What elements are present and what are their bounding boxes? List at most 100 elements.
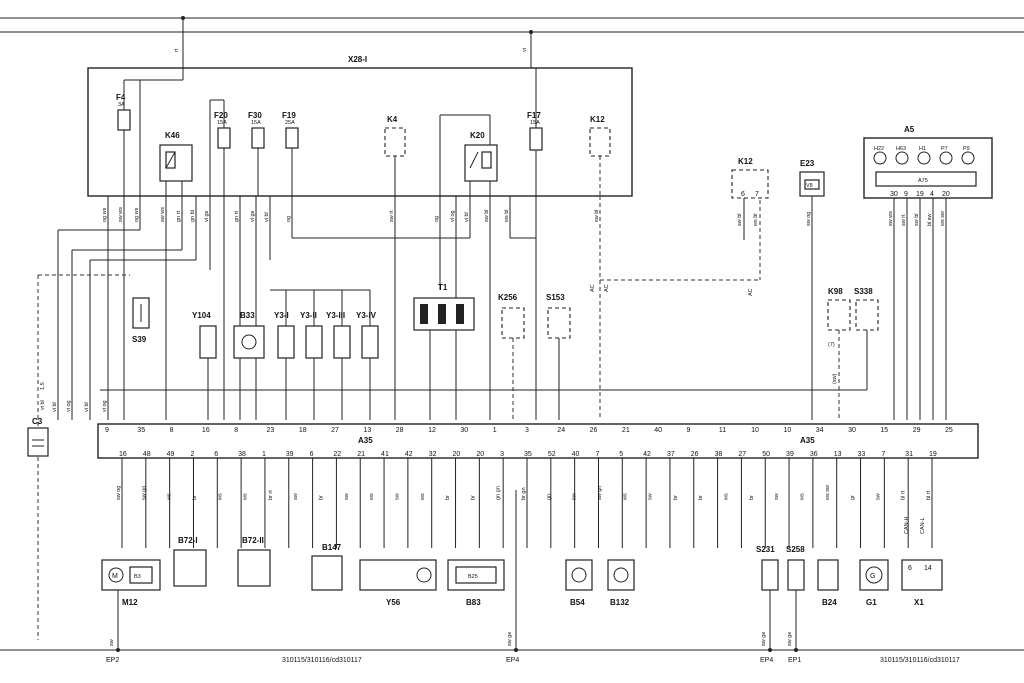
- svg-text:CAN-L: CAN-L: [920, 517, 926, 534]
- svg-text:AC: AC: [748, 288, 754, 296]
- a35-bottom-wire-label: sw gn: [141, 486, 147, 500]
- a35-bottom-wire-label: sw: [344, 493, 350, 500]
- a35-bottom-wire-label: bl rt: [926, 490, 932, 500]
- a35-bottom-pin: 40: [572, 451, 580, 458]
- a35-top-pin: 1: [493, 427, 497, 434]
- a35-bottom-wire-label: sw: [293, 493, 299, 500]
- instrument-cluster-a5: A5 H22 H63 H1 P7 P9 A75 30 9 19 4 20 sw …: [863, 125, 993, 420]
- svg-text:AC: AC: [590, 284, 596, 292]
- a35-bottom-wire-label: sw: [572, 493, 578, 500]
- socket-k4: K4: [384, 115, 406, 157]
- a35-top-pin: 9: [687, 427, 691, 434]
- svg-text:Y3-III: Y3-III: [326, 311, 345, 320]
- a35-bottom-pin: 48: [143, 451, 151, 458]
- svg-text:B54: B54: [570, 598, 585, 607]
- svg-text:F4: F4: [116, 93, 126, 102]
- ground-ep1: EP1: [788, 657, 801, 664]
- a35-bottom-wire-label: br: [192, 495, 198, 500]
- a35-bottom-wire-label: br gn: [521, 487, 527, 500]
- sensor-b54: B54: [565, 559, 593, 607]
- svg-text:A75: A75: [918, 178, 928, 184]
- svg-text:vi og: vi og: [102, 400, 108, 412]
- a35-top-pin: 34: [816, 427, 824, 434]
- a35-bottom-pin: 35: [524, 451, 532, 458]
- svg-text:(sw): (sw): [832, 373, 838, 384]
- svg-text:B72-II: B72-II: [242, 536, 264, 545]
- top-wire-label-vi: vi: [522, 48, 528, 52]
- svg-text:K46: K46: [165, 131, 180, 140]
- a35-bottom-pin: 1: [262, 451, 266, 458]
- a35-top-pin: 35: [137, 427, 145, 434]
- a35-bottom-pin: 27: [738, 451, 746, 458]
- a35-top-pin: 10: [783, 427, 791, 434]
- svg-text:B132: B132: [610, 598, 630, 607]
- ignition-coil-t1: T1: [413, 283, 475, 420]
- relay-k20: K20: [439, 114, 498, 196]
- sensor-b147: B147: [311, 543, 343, 591]
- a35-bottom-pin: 50: [762, 451, 770, 458]
- svg-text:3A: 3A: [118, 102, 125, 108]
- svg-text:B24: B24: [822, 598, 837, 607]
- fuse-f30: F30 15A: [248, 111, 265, 149]
- svg-text:F20: F20: [214, 111, 228, 120]
- sensor-b132: B132: [607, 559, 635, 607]
- a35-bottom-wire-label: br: [749, 495, 755, 500]
- a35-top-pin: 23: [267, 427, 275, 434]
- a35-top-pin: 29: [913, 427, 921, 434]
- a35-top-pin: 9: [105, 427, 109, 434]
- svg-text:H63: H63: [896, 146, 906, 152]
- ground-ep4: EP4: [506, 657, 519, 664]
- a35-bottom-pin: 42: [405, 451, 413, 458]
- valve-y3-ii: Y3-II: [300, 311, 323, 359]
- a35-bottom-pin: 16: [119, 451, 127, 458]
- a35-bottom-pin: 31: [905, 451, 913, 458]
- a35-bottom-pin: 22: [333, 451, 341, 458]
- a35-bottom-pin: 6: [310, 451, 314, 458]
- ground-ep4-right: EP4: [760, 657, 773, 664]
- a35-bottom-wire-label: ws sw: [825, 485, 831, 501]
- svg-text:15A: 15A: [530, 120, 540, 126]
- switch-s231: S231: [756, 545, 779, 591]
- svg-text:(7): (7): [828, 342, 835, 348]
- a35-bottom-pin: 39: [786, 451, 794, 458]
- svg-text:sw rt: sw rt: [901, 214, 907, 226]
- a35-bottom-wire-label: ws: [622, 493, 628, 501]
- a35-top-pin: 12: [428, 427, 436, 434]
- svg-text:vi og: vi og: [66, 400, 72, 412]
- a35-bottom-wire-label: gn gn: [496, 486, 502, 500]
- sensor-b24: B24: [817, 559, 839, 607]
- relay-k98: K98 (7) (sw): [827, 287, 851, 420]
- fusebox-title: X28-I: [348, 55, 367, 64]
- a35-bottom-wire-label: sw gn: [597, 486, 603, 500]
- a35-bottom-pin: 20: [453, 451, 461, 458]
- a35-top-pin: 8: [234, 427, 238, 434]
- actuator-y56: Y56: [359, 559, 437, 607]
- connector-x1: 6 14 X1 CAN-H CAN-L: [901, 517, 943, 607]
- a35-bottom-pin: 49: [167, 451, 175, 458]
- a35-bottom-pin: 37: [667, 451, 675, 458]
- svg-text:1.5: 1.5: [40, 382, 46, 390]
- a35-top-pin: 15: [880, 427, 888, 434]
- a35-bottom-wire-label: ws: [167, 493, 173, 501]
- svg-text:25A: 25A: [285, 120, 295, 126]
- a35-bottom-wire-label: gr: [850, 495, 856, 500]
- valve-y104: Y104: [192, 311, 217, 359]
- a35-bottom-pin: 33: [858, 451, 866, 458]
- fuse-f4: F4 3A: [116, 68, 184, 131]
- ecu-a35: A35 A35 vi bl vi og vi bl vi og: [52, 400, 979, 459]
- svg-text:A35: A35: [800, 436, 815, 445]
- a35-bottom-pin: 19: [929, 451, 937, 458]
- svg-text:14: 14: [924, 565, 932, 572]
- svg-text:sw bl: sw bl: [594, 209, 600, 222]
- svg-text:K12: K12: [590, 115, 605, 124]
- svg-text:sw ge: sw ge: [787, 632, 793, 646]
- a35-bottom-wire-label: sw: [774, 493, 780, 500]
- capacitor-c3: C3 vi bl 1.5: [27, 382, 49, 457]
- svg-text:M12: M12: [122, 598, 138, 607]
- svg-text:B83: B83: [466, 598, 481, 607]
- a35-top-pin: 18: [299, 427, 307, 434]
- svg-text:sw ge: sw ge: [507, 632, 513, 646]
- a35-bottom-wire-label: ws: [217, 493, 223, 501]
- a35-bottom-wire-label: br: [319, 495, 325, 500]
